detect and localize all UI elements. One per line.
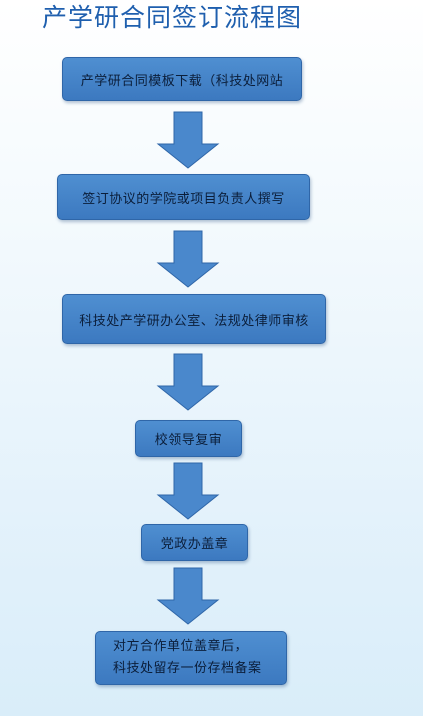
step-label: 科技处产学研办公室、法规处律师审核 [79,313,309,329]
down-arrow-icon [156,567,220,625]
down-arrow-icon [156,462,220,520]
step-legal-review: 科技处产学研办公室、法规处律师审核 [62,294,326,344]
step-label: 校领导复审 [154,433,223,448]
down-arrow-icon [156,111,220,169]
step-label: 产学研合同模板下载（科技处网站 [80,73,284,89]
step-draft-agreement: 签订协议的学院或项目负责人撰写 [57,174,310,220]
step-office-seal: 党政办盖章 [141,524,248,561]
page-title: 产学研合同签订流程图 [42,3,303,32]
step-template-download: 产学研合同模板下载（科技处网站 [62,57,302,101]
step-line-2: 科技处留存一份存档备案 [113,661,262,676]
step-label: 签订协议的学院或项目负责人撰写 [82,191,285,207]
step-leader-review: 校领导复审 [135,420,242,457]
step-label: 党政办盖章 [160,537,229,552]
step-archive: 对方合作单位盖章后， 科技处留存一份存档备案 [95,631,287,685]
down-arrow-icon [156,230,220,288]
step-line-1: 对方合作单位盖章后， [113,639,249,654]
down-arrow-icon [156,353,220,411]
